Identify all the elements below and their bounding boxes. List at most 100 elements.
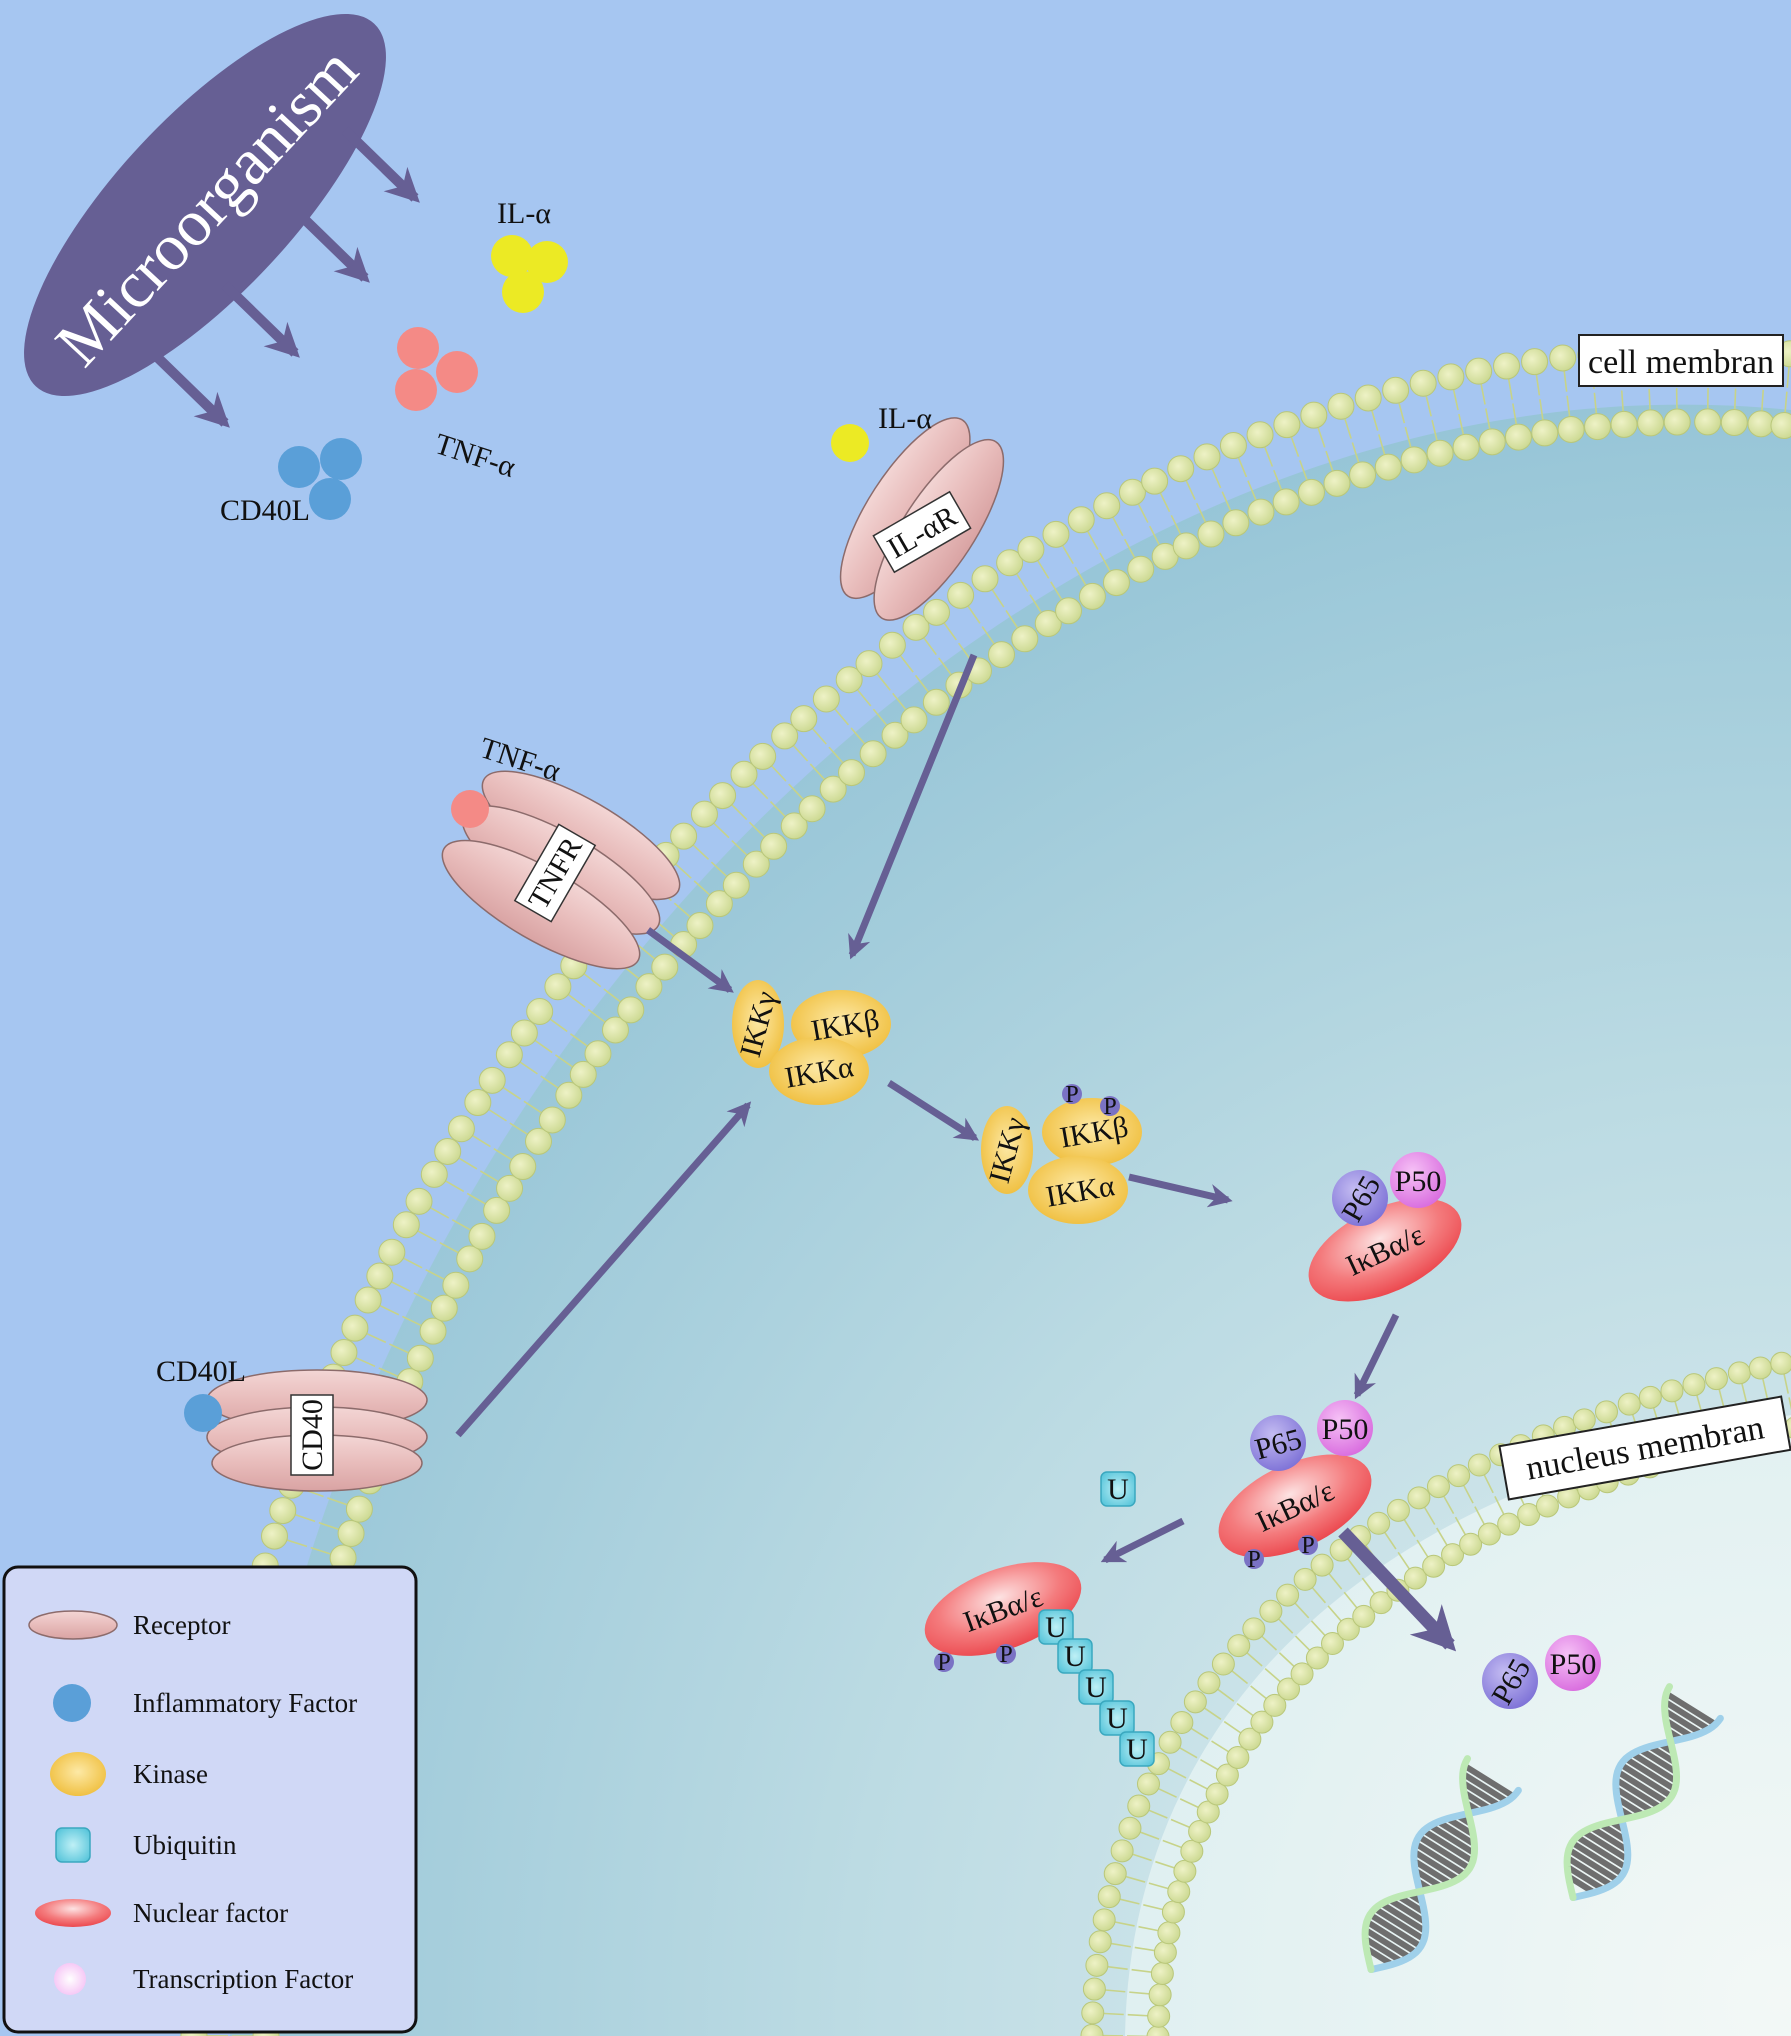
dna-base-pair — [1565, 1864, 1605, 1892]
legend-label: Kinase — [133, 1759, 208, 1789]
lipid-head — [538, 1106, 566, 1134]
lipid-head — [1150, 1961, 1174, 1985]
lipid-head — [1770, 412, 1791, 440]
lipid-head — [923, 598, 951, 626]
dna-base-pair — [1363, 1936, 1403, 1964]
lipid-head — [1704, 1367, 1728, 1391]
dna-base-pair — [1462, 1763, 1516, 1799]
lipid-head — [406, 1344, 434, 1372]
lipid-head — [341, 1314, 369, 1342]
lipid-head — [1161, 1900, 1185, 1924]
legend-item: Receptor — [28, 1610, 230, 1640]
ubiquitin: U — [1099, 1700, 1135, 1736]
lipid-head — [1211, 1652, 1235, 1676]
nuclear-factor-icon — [35, 1899, 111, 1927]
p50-label: P50 — [1395, 1165, 1442, 1198]
dna-base-pair — [1615, 1796, 1645, 1817]
il-alpha-receptor: IL-α IL-αR — [831, 402, 1005, 621]
lipid-head — [555, 1081, 583, 1109]
phospho-label: P — [999, 1642, 1012, 1668]
lipid-head — [1747, 410, 1775, 438]
lipid-head — [1250, 1710, 1274, 1734]
dna-base-pair — [1663, 1699, 1711, 1732]
lipid-head — [430, 1294, 458, 1322]
lipid-head — [1403, 1566, 1427, 1590]
lipid-head — [1409, 369, 1437, 397]
lipid-head — [722, 871, 750, 899]
lipid-head — [1504, 423, 1532, 451]
lipid-head — [1141, 467, 1169, 495]
lipid-head — [1118, 1816, 1142, 1840]
lipid-head — [1055, 597, 1083, 625]
lipid-head — [1310, 1553, 1334, 1577]
lipid-head — [1660, 1379, 1684, 1403]
dna-base-pair — [1388, 1897, 1428, 1925]
lipid-head — [1367, 1511, 1391, 1535]
lipid-head — [526, 998, 554, 1026]
dna-base-pair — [1566, 1874, 1596, 1896]
lipid-head — [510, 1019, 538, 1047]
lipid-head — [1327, 392, 1355, 420]
nfkb-complex-phosphorylated: IκBα/ε P50 P65 P P — [1218, 1400, 1373, 1573]
kinase-icon — [50, 1752, 106, 1796]
lipid-head — [1694, 408, 1722, 436]
legend-label: Ubiquitin — [133, 1830, 237, 1860]
lipid-head — [1180, 1839, 1204, 1863]
dna-base-pair — [1575, 1834, 1628, 1870]
arrow-ilr-to-ikk — [848, 653, 978, 960]
lipid-head — [1638, 1385, 1662, 1409]
lipid-head — [1349, 461, 1377, 489]
lipid-head — [1521, 348, 1549, 376]
dna-base-pair — [1365, 1919, 1418, 1955]
cell-membrane-label-box: cell membran — [1578, 334, 1784, 387]
ubiquitin-icon — [55, 1827, 91, 1863]
dna-base-pair — [1581, 1829, 1630, 1862]
lipid-head — [544, 973, 572, 1001]
dna-base-pair — [1570, 1840, 1625, 1877]
lipid-head — [337, 1519, 365, 1547]
lipid-head — [881, 721, 909, 749]
lipid-head — [1034, 610, 1062, 638]
lipid-head — [496, 1174, 524, 1202]
dna-base-pair — [1436, 1819, 1476, 1847]
ubiquitin-label: U — [1045, 1611, 1067, 1644]
ubiquitin-label: U — [1064, 1640, 1086, 1673]
lipid-head — [1477, 1522, 1501, 1546]
lipid-head — [835, 666, 863, 694]
lipid-head — [1293, 1567, 1317, 1591]
lipid-head — [1305, 1646, 1329, 1670]
legend-item: Inflammatory Factor — [53, 1684, 357, 1722]
lipid-head — [838, 759, 866, 787]
ubiquitin-label: U — [1126, 1733, 1148, 1766]
lipid-head — [1465, 357, 1493, 385]
dna-base-pair — [1363, 1927, 1411, 1960]
lipid-head — [1097, 1885, 1121, 1909]
dna-base-pair — [1619, 1762, 1674, 1799]
lipid-head — [1320, 1632, 1344, 1656]
receptor-icon — [28, 1610, 118, 1640]
lipid-head — [1354, 384, 1382, 412]
lipid-head — [509, 1153, 537, 1181]
ikk-complex: IKKγ IKKβ IKKα — [732, 980, 891, 1105]
lipid-head — [260, 1522, 288, 1550]
lipid-head — [1323, 469, 1351, 497]
lipid-head — [569, 1060, 597, 1088]
lipid-head — [686, 912, 714, 940]
dna-strand — [1563, 1683, 1681, 1902]
ubiquitin: U — [1057, 1638, 1093, 1674]
dna-base-pair — [1428, 1823, 1476, 1856]
lipid-head — [1374, 453, 1402, 481]
lipid-head — [670, 822, 698, 850]
lipid-head — [1219, 432, 1247, 460]
tnf-alpha-cluster: TNF-α — [395, 327, 520, 484]
pathway-arrows — [455, 653, 1457, 1652]
lipid-head — [749, 742, 777, 770]
lipid-head — [269, 1497, 297, 1525]
lipid-head — [760, 832, 788, 860]
lipid-head — [1447, 1464, 1471, 1488]
lipid-head — [1118, 478, 1146, 506]
lipid-head — [392, 1211, 420, 1239]
lipid-head — [1572, 1408, 1596, 1432]
